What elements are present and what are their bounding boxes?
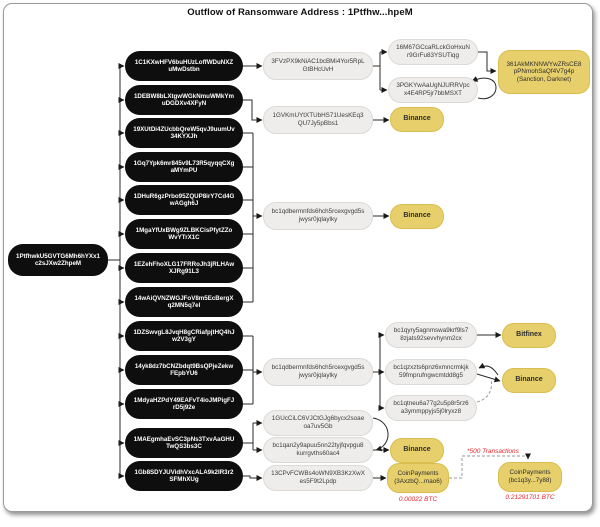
- outflow-address-node: 14yk8dz7bCNZbdqt9BsQPjeZekwFEpbYU6: [125, 355, 243, 385]
- exchange-node-coinpayments-1: CoinPayments (3AxzbQ...mao6): [387, 463, 449, 493]
- coinpayments-name: CoinPayments: [509, 469, 551, 477]
- outflow-address-node: 19XUtDi4ZUcbbQreW5qvJ9uumUv34KYXJh: [125, 118, 243, 148]
- exchange-node-binance: Binance: [390, 204, 444, 229]
- exchange-node-binance: Binance: [390, 438, 444, 463]
- intermediate-address-node: 3FVzPX9kNiAC1bcBMi4Yor5RpLGtBHcUvH: [263, 52, 373, 80]
- intermediate-address-node: bc1qan2y9apuu5nn22tyjfqvpgu8kurrgvths60a…: [263, 437, 373, 463]
- outflow-address-node: 1C1KXwHFV6buHUzLoffWDuNXZuMwDstbn: [125, 51, 243, 81]
- outflow-address-node: 1DEBW8bLXtgwWGkNmuWMkYmuDGDXv4XFyN: [125, 85, 243, 115]
- btc-amount-label-1: 0.00022 BTC: [398, 496, 438, 503]
- intermediate-address-node: bc1qdbermnfds6hch5rcexgvgd5sjwysr0jqlayl…: [263, 358, 373, 386]
- destination-address-node: bc1qyry5agnmswa9krf9ls78zjats92sevvhynm2…: [385, 322, 477, 348]
- destination-address-node: bc1qzxzts6pnz6xmncrmkjk59fmprufngwcmtdd8…: [385, 359, 477, 385]
- coinpayments-name: CoinPayments: [397, 470, 439, 478]
- btc-amount-label-2: 0.21291701 BTC: [505, 494, 555, 501]
- intermediate-address-node: bc1qdbermnfds6hch5rcexgvgd5sjwysr0jqlayl…: [263, 202, 373, 230]
- sanction-darknet-node: 361AkMKNNWYwZRsCE8pPNmohSaQf4V7g4p (Sanc…: [498, 50, 590, 94]
- root-ransomware-address-node: 1PtfhwkU5GVTG6Mh6hYXx1c2sJXw2ZhpeM: [8, 244, 108, 276]
- exchange-node-binance: Binance: [502, 368, 556, 393]
- outflow-address-node: 1Gb8SDYJUVidhVxcALA9k2IR3r2SFMhXUg: [125, 461, 243, 491]
- transactions-count-label: *500 Transactions: [467, 448, 519, 455]
- outflow-address-node: 14wAiQVNZWGJFoV8m5EcBergXq2MN5q7el: [125, 287, 243, 317]
- outflow-address-node: 1Gq7Ypk6mr845v9L73R5qyqqCXgaMYmPU: [125, 152, 243, 182]
- outflow-address-node: 1DHuR6gzPrbo95ZQUP8irY7Cd4GwAGgh6J: [125, 185, 243, 215]
- destination-address-node: 3PGKYwAaUgNJURRVpcx4E4RP5jr7bbMSXT: [388, 77, 478, 103]
- outflow-address-node: 1MdyaHZPdY49EAFvT4ioJMPigFJrD5j92e: [125, 389, 243, 419]
- outflow-address-node: 1MgaYfUxBWg9ZLBKCisPfytZZoWvYTrX1C: [125, 219, 243, 249]
- coinpayments-short-address: (bc1q3y...7y88): [508, 477, 552, 484]
- outflow-address-node: 1DZSwvgL8JvqH8gCRiafpjtHQ4hJw2V3gY: [125, 321, 243, 351]
- intermediate-address-node: 13CPvFCWBs4oWN9XB3KzXwXes5F9t2Lpdp: [263, 465, 373, 491]
- exchange-node-coinpayments-2: CoinPayments (bc1q3y...7y88): [498, 462, 562, 492]
- intermediate-address-node: 1GVKmUYtXTUbHS71UesKEq3QU7Jy5pBbs1: [263, 106, 373, 134]
- sanction-tag: (Sanction, Darknet): [516, 75, 572, 83]
- intermediate-address-node: 1GUcCiLC6VJCtGJg6bycx2soaeoa7uv5Gb: [263, 410, 373, 436]
- exchange-node-bitfinex: Bitfinex: [502, 323, 556, 348]
- destination-address-node: bc1qtneu6a77g2u5p8r5rz6a3ymmppyjs5j0lryx…: [385, 395, 477, 421]
- exchange-node-binance: Binance: [390, 107, 444, 132]
- diagram-title: Outflow of Ransomware Address : 1Ptfhw..…: [187, 7, 413, 18]
- outflow-address-node: 1EZehFhoXLG17FRRoJh3jRLHAwXJRg91L3: [125, 253, 243, 283]
- solid-connectors: [108, 49, 502, 481]
- destination-address-node: 16M67GCcaRLckGoHxuNr9GrFu83YSUTiqg: [388, 39, 478, 65]
- sanction-address: 361AkMKNNWYwZRsCE8pPNmohSaQf4V7g4p: [506, 60, 582, 76]
- dashed-connectors: [449, 378, 531, 479]
- coinpayments-short-address: (3AxzbQ...mao6): [394, 478, 442, 485]
- outflow-address-node: 1MAEgmhaEvSC3pNs3TxvAaGHUTwQS3bs3C: [125, 428, 243, 458]
